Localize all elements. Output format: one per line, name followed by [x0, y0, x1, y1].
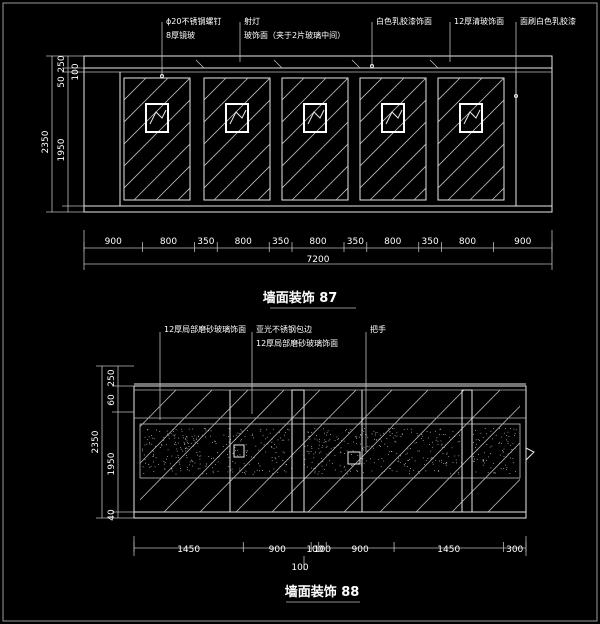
handle-left-icon [233, 444, 245, 458]
vdim-50: 50 [57, 76, 67, 88]
stainless-post-1 [291, 389, 305, 513]
hdim87-0: 900 [105, 237, 122, 247]
total-dim-7200: 7200 [307, 255, 330, 265]
wall-outline-88 [133, 385, 527, 519]
hdim88-0: 1450 [177, 545, 200, 555]
glass-panel-87-3 [281, 77, 349, 201]
vertical-dims-87 [46, 55, 84, 213]
hdim87-7: 800 [384, 237, 401, 247]
handle-right-icon [347, 451, 361, 465]
door-hinge-mark [525, 447, 535, 461]
vdim-1950: 1950 [57, 138, 67, 161]
leaders-87 [160, 22, 518, 98]
logo-figure-icon [307, 109, 325, 125]
logo-plate-icon [303, 103, 327, 133]
hdim87-9: 800 [459, 237, 476, 247]
vdim88-2350: 2350 [91, 430, 101, 453]
hdim87-8: 350 [422, 237, 439, 247]
hdim87-4: 350 [272, 237, 289, 247]
logo-plate-icon [145, 103, 169, 133]
stainless-post-2 [461, 389, 473, 513]
panel-hatch [360, 78, 426, 200]
callout-mirror-glass: 8厚镜玻 [166, 30, 195, 40]
callout-handle: 把手 [370, 324, 386, 334]
hdim88-2: 100 [306, 545, 323, 555]
callout-frosted-glass-left: 12厚局部磨砂玻璃饰面 [164, 324, 246, 334]
leaders-88 [159, 332, 367, 452]
vdim88-40: 40 [107, 509, 117, 521]
hdim87-5: 800 [309, 237, 326, 247]
callout-white-paint: 面刷白色乳胶漆 [520, 16, 576, 26]
callout-glass-finish: 玻饰面（夹于2片玻璃中间） [244, 30, 345, 40]
hdim88-5: 1450 [437, 545, 460, 555]
frosted-texture [142, 428, 517, 475]
glass-panel-87-1 [123, 77, 191, 201]
vdim-2350: 2350 [41, 130, 51, 153]
callout-spotlight: 射灯 [244, 16, 260, 26]
vdim88-1950: 1950 [107, 452, 117, 475]
wall-outline-87 [83, 55, 553, 213]
logo-plate-icon [459, 103, 483, 133]
vertical-dims-88 [96, 365, 134, 519]
vdim88-60: 60 [107, 394, 117, 406]
callout-frosted-glass-right: 12厚局部磨砂玻璃饰面 [256, 338, 338, 348]
elevation-87: ϕ20不锈钢螺钉 8厚镜玻 射灯 玻饰面（夹于2片玻璃中间） 白色乳胶漆饰面 1… [41, 16, 576, 309]
glass-panel-87-2 [203, 77, 271, 201]
glass-panel-87-5 [437, 77, 505, 201]
vdim-250: 250 [57, 55, 67, 72]
hdim87-3: 800 [235, 237, 252, 247]
logo-figure-icon [149, 109, 167, 125]
vdim88-250: 250 [107, 369, 117, 386]
dim88-bottom-100: 100 [291, 563, 308, 573]
panel-hatch [124, 78, 190, 200]
logo-plate-icon [381, 103, 405, 133]
logo-plate-icon [225, 103, 249, 133]
panel-frame [359, 77, 427, 201]
panel-hatch [282, 78, 348, 200]
hdim87-6: 350 [347, 237, 364, 247]
hdim88-1: 900 [269, 545, 286, 555]
logo-figure-icon [385, 109, 403, 125]
callout-stainless-edge: 亚光不锈钢包边 [256, 324, 312, 334]
glass-panel-87-4 [359, 77, 427, 201]
callout-white-latex: 白色乳胶漆饰面 [376, 16, 432, 26]
elevation-88: 12厚局部磨砂玻璃饰面 亚光不锈钢包边 12厚局部磨砂玻璃饰面 把手 2350 … [91, 324, 535, 603]
hdim88-6: 300 [506, 545, 523, 555]
panel-frame [281, 77, 349, 201]
vdim-100: 100 [71, 63, 81, 80]
callout-clear-glass: 12厚清玻饰面 [454, 16, 504, 26]
hdim87-10: 900 [514, 237, 531, 247]
glass-panels-87 [123, 59, 505, 201]
title-87: 墙面装饰 87 [263, 290, 338, 306]
hdim88-3: 100 [314, 545, 331, 555]
horizontal-dims-87: 900 800 350 800 350 800 350 800 350 800 900 [83, 230, 553, 270]
panel-frame [437, 77, 505, 201]
logo-figure-icon [463, 109, 481, 125]
hdim87-2: 350 [197, 237, 214, 247]
frosted-glass-band [139, 423, 521, 479]
title-88: 墙面装饰 88 [285, 584, 360, 600]
hdim87-1: 800 [160, 237, 177, 247]
logo-figure-icon [229, 109, 247, 125]
glass-hatch-88 [140, 390, 520, 512]
panel-frame [203, 77, 271, 201]
panel-frame [123, 77, 191, 201]
callout-screw: ϕ20不锈钢螺钉 [166, 16, 221, 26]
glass-panels-88 [134, 390, 526, 512]
hdim88-4: 900 [352, 545, 369, 555]
panel-hatch [204, 78, 270, 200]
panel-hatch [438, 78, 504, 200]
